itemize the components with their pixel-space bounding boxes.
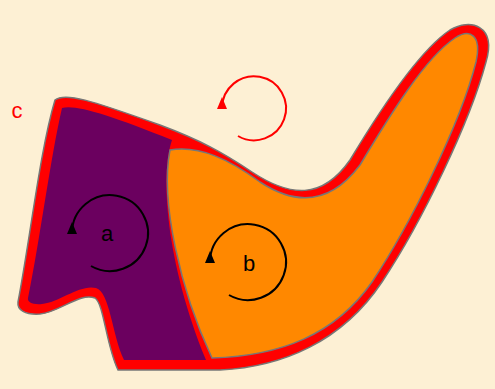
rotation-arrow bbox=[222, 76, 286, 140]
rotation-arrow bbox=[210, 224, 286, 300]
arrow-head bbox=[67, 222, 77, 234]
arrow-head bbox=[217, 97, 227, 109]
rotation-arrow bbox=[72, 195, 148, 271]
region-letter: b bbox=[243, 253, 255, 275]
outer-band bbox=[18, 25, 489, 370]
region-node: a bbox=[101, 223, 113, 245]
region-letter: a bbox=[101, 223, 113, 245]
region-b bbox=[167, 34, 477, 358]
region-node: b bbox=[243, 253, 255, 275]
region-letter: c bbox=[12, 100, 495, 122]
arrow-head bbox=[205, 251, 215, 263]
